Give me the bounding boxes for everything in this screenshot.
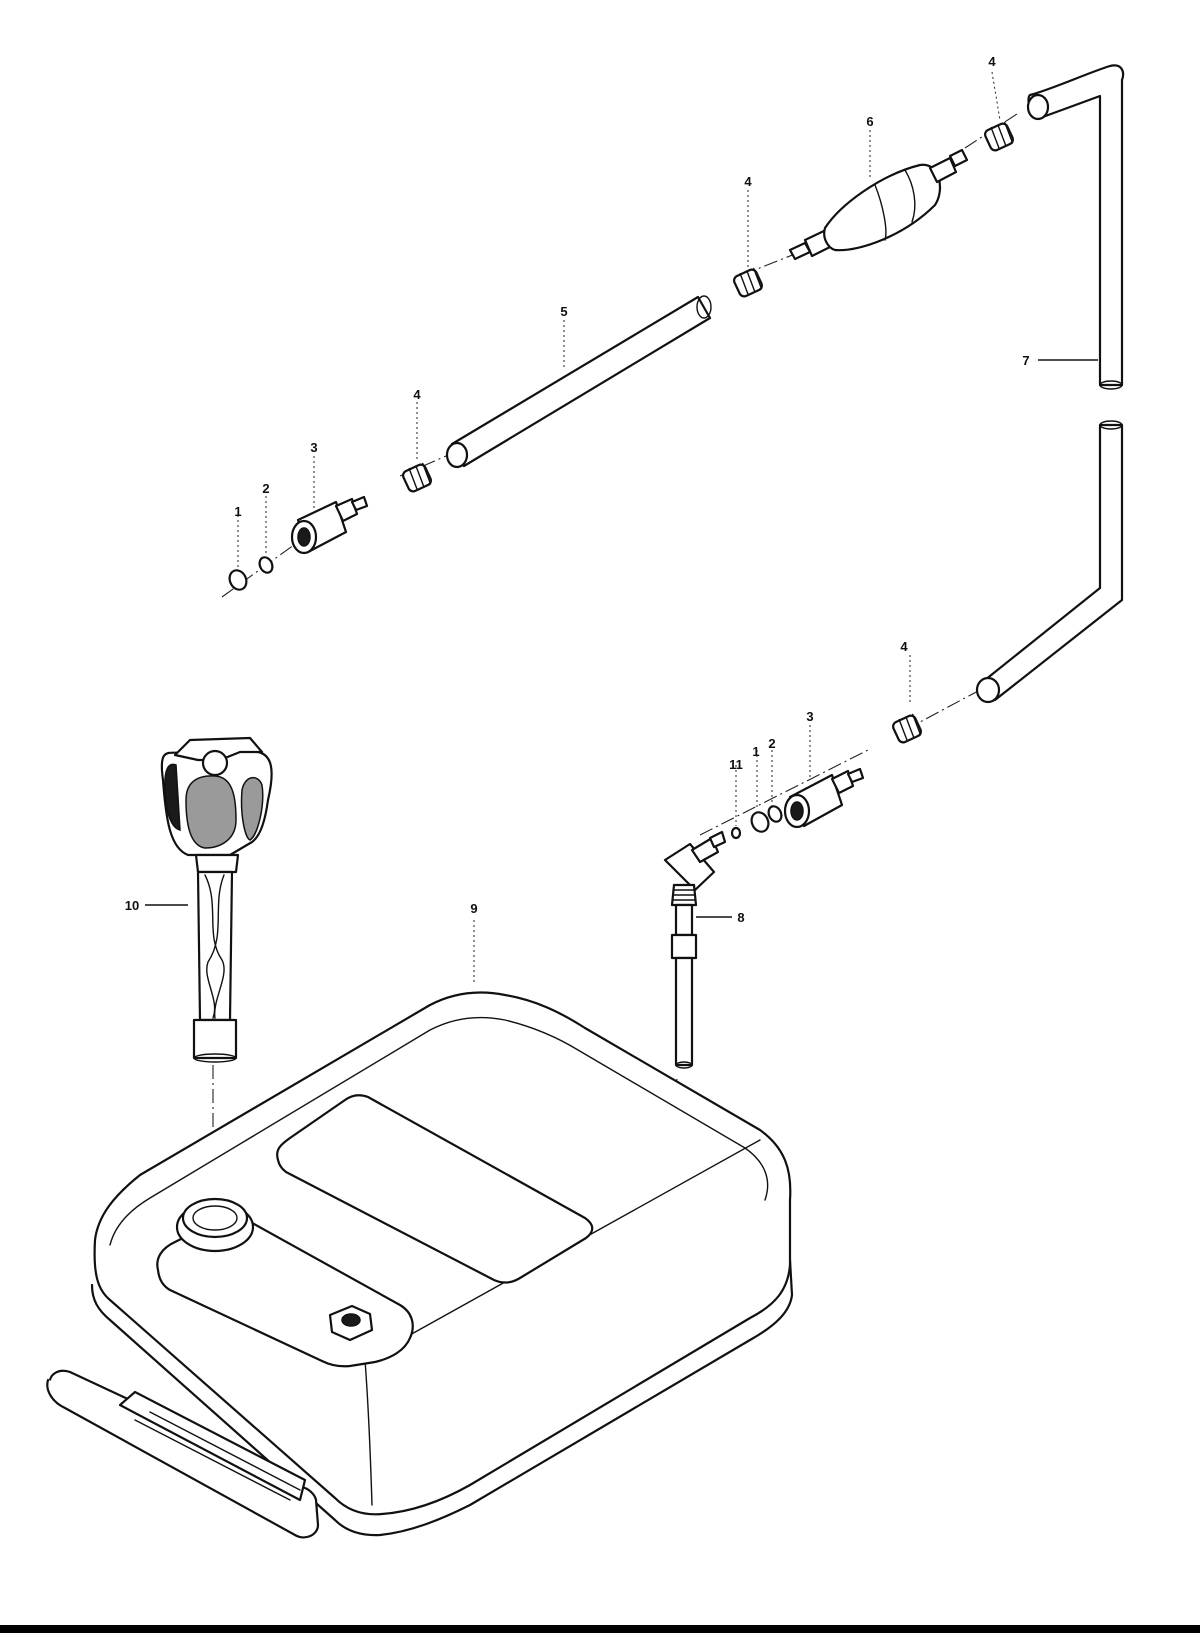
- hose-clamp: [984, 121, 1014, 152]
- fuel-connector: [290, 495, 369, 555]
- fuel-line-hose-short: [445, 295, 712, 469]
- fuel-tank: [46, 991, 794, 1539]
- fuel-connector: [783, 767, 865, 829]
- callout-leaders: [145, 71, 1098, 985]
- hose-clamp: [733, 267, 763, 298]
- callout-numbers: 1 2 3 4 5 4 6 4 7 4 3 2 1 11 8 9 10: [125, 54, 1030, 925]
- o-ring: [228, 569, 248, 591]
- callout-8: 8: [737, 910, 744, 925]
- callout-4: 4: [413, 387, 421, 402]
- o-ring: [767, 805, 783, 823]
- o-ring: [750, 811, 770, 833]
- bottom-border-rule: [0, 1625, 1200, 1633]
- callout-10: 10: [125, 898, 139, 913]
- fuel-line-hose: [975, 64, 1125, 704]
- callout-11: 11: [729, 757, 743, 772]
- primer-bulb: [788, 148, 969, 261]
- o-ring-small: [730, 826, 742, 840]
- callout-2: 2: [262, 481, 269, 496]
- callout-9: 9: [470, 901, 477, 916]
- callout-1: 1: [752, 744, 759, 759]
- hose-clamp: [892, 713, 922, 744]
- o-ring: [258, 556, 274, 574]
- callout-1: 1: [234, 504, 241, 519]
- callout-6: 6: [866, 114, 873, 129]
- callout-3: 3: [806, 709, 813, 724]
- callout-4: 4: [900, 639, 908, 654]
- callout-5: 5: [560, 304, 567, 319]
- fuel-pickup-tube: [663, 830, 727, 1069]
- callout-3: 3: [310, 440, 317, 455]
- callout-4: 4: [988, 54, 996, 69]
- hose-clamp: [402, 462, 432, 493]
- fuel-gauge: [160, 736, 273, 1063]
- callout-7: 7: [1022, 353, 1029, 368]
- callout-4: 4: [744, 174, 752, 189]
- callout-2: 2: [768, 736, 775, 751]
